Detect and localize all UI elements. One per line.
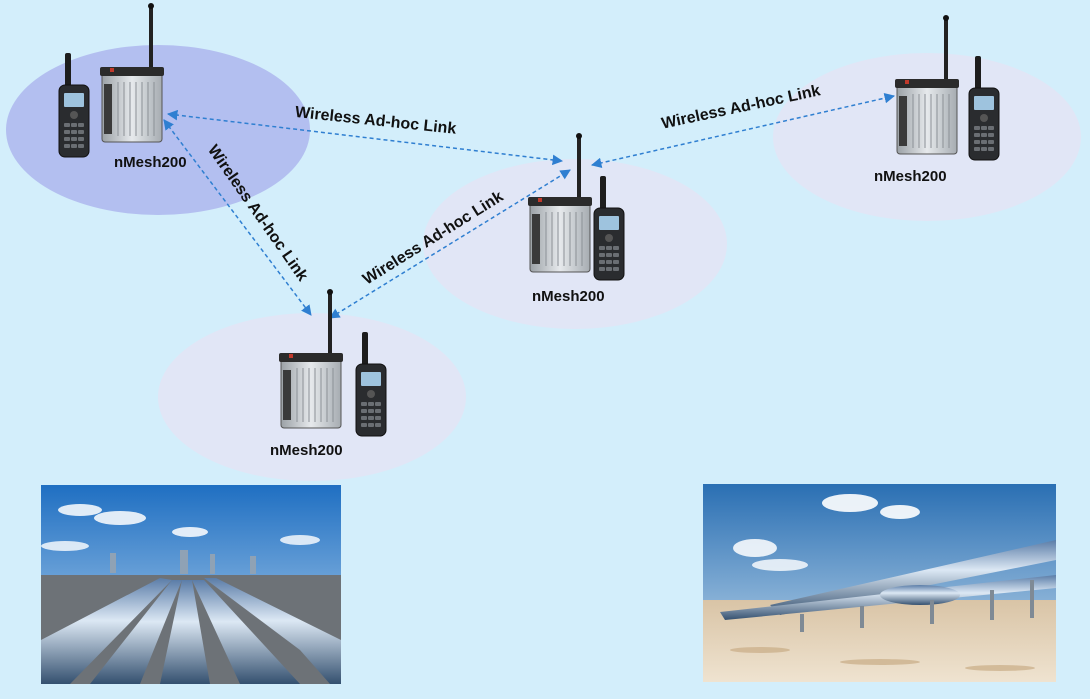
node-2-label: nMesh200 [270, 442, 343, 459]
pipeline-photo-left [41, 485, 341, 684]
node-1-device-icon [99, 2, 165, 143]
node-4-device-icon [894, 14, 960, 155]
pipeline-photo-right [703, 484, 1056, 682]
node-2-device-icon [278, 288, 344, 429]
link-node2-node3 [329, 169, 571, 319]
link-node1-node2 [163, 119, 312, 316]
node-1-label: nMesh200 [114, 154, 187, 171]
link-node3-node4 [590, 92, 896, 169]
node-3-label: nMesh200 [532, 288, 605, 305]
node-4-label: nMesh200 [874, 168, 947, 185]
node-3-device-icon [527, 132, 593, 273]
